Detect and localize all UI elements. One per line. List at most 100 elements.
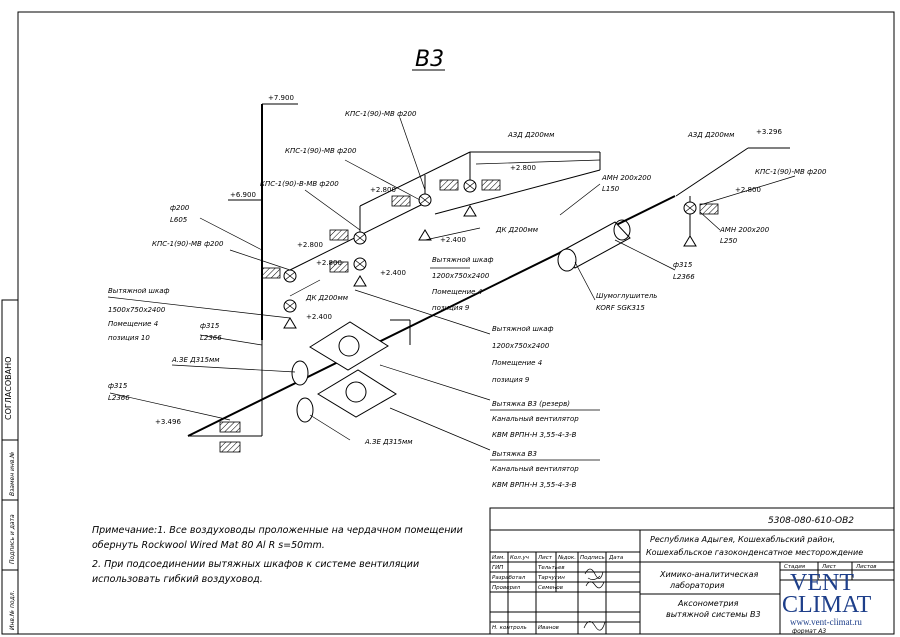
label-l2366-a: L2366 bbox=[200, 334, 222, 342]
elev-2400-a: +2.400 bbox=[440, 236, 466, 244]
tb-code: 5308-080-610-ОВ2 bbox=[768, 516, 854, 526]
note-line-2: обернуть Rockwool Wired Mat 80 Al R s=50… bbox=[92, 540, 325, 551]
tb-col-list: Лист bbox=[537, 555, 553, 561]
tb-col-data: Дата bbox=[608, 555, 624, 561]
label-aze-1: А.ЗЕ Д315мм bbox=[171, 356, 220, 364]
elev-2800-a: +2.800 bbox=[297, 241, 323, 249]
tb-role-prov: Проверил bbox=[492, 585, 521, 591]
valve-dk-1 bbox=[283, 299, 297, 313]
note-line-4: использовать гибкий воздуховод. bbox=[92, 574, 263, 585]
tb-col-koluch: Кол.уч bbox=[510, 555, 530, 561]
label-f315-a: ф315 bbox=[200, 322, 220, 330]
label-dk-1: ДК Д200мм bbox=[495, 226, 539, 234]
label-azd-2: АЗД Д200мм bbox=[687, 131, 735, 139]
elev-3296: +3.296 bbox=[756, 128, 782, 136]
label-kps-3: КПС-1(90)-МВ ф200 bbox=[152, 240, 224, 248]
watermark-url: www.vent-climat.ru bbox=[790, 617, 862, 627]
label-cab1-size: 1500х750х2400 bbox=[108, 306, 166, 314]
label-l2366-b: L2366 bbox=[108, 394, 130, 402]
note-line-1: Примечание:1. Все воздуховоды проложенны… bbox=[92, 525, 463, 536]
tb-object-1: Химико-аналитическая bbox=[659, 570, 759, 579]
watermark: VENT CLIMAT www.vent-climat.ru bbox=[782, 570, 872, 627]
valve-dk-2 bbox=[353, 257, 367, 271]
label-cab1-room: Помещение 4 bbox=[108, 320, 158, 328]
label-silencer: Шумоглушитель bbox=[596, 292, 657, 300]
tb-role-nkontr: Н. контроль bbox=[492, 625, 527, 631]
label-f315-c: ф315 bbox=[673, 261, 693, 269]
label-cab2-room: Помещение 4 bbox=[432, 288, 482, 296]
fan-reserve bbox=[291, 321, 389, 386]
margin-inv-repl: Взамен инв.№ bbox=[9, 451, 16, 496]
signature-3 bbox=[583, 621, 606, 631]
cap-1 bbox=[283, 317, 297, 329]
label-cab3-title: Вытяжной шкаф bbox=[492, 325, 553, 333]
label-kps-2: КПС-1(90)-МВ ф200 bbox=[285, 147, 357, 155]
label-kps-b: КПС-1(90)-В-МВ ф200 bbox=[260, 180, 339, 188]
label-f315-b: ф315 bbox=[108, 382, 128, 390]
label-fan1-model: КВМ ВРПН-Н 3,55-4-3-В bbox=[492, 431, 577, 439]
title-block bbox=[489, 507, 895, 635]
watermark-vent: VENT bbox=[790, 570, 854, 596]
watermark-climat: CLIMAT bbox=[782, 592, 872, 618]
tb-sheet-1: Аксонометрия bbox=[677, 599, 739, 608]
tb-col-ndok: №док. bbox=[557, 555, 576, 561]
elev-2400-b: +2.400 bbox=[380, 269, 406, 277]
valve-kps-4 bbox=[463, 179, 477, 193]
label-silencer-model: KORF SGK315 bbox=[596, 304, 645, 312]
tb-name-prov: Семенов bbox=[538, 585, 563, 591]
label-fan2-title: Вытяжка В3 bbox=[492, 450, 537, 458]
roof-penetration-hatch bbox=[219, 421, 241, 433]
label-dk-2: ДК Д200мм bbox=[305, 294, 349, 302]
margin-stamp: СОГЛАСОВАНО bbox=[4, 357, 13, 420]
tb-name-nkontr: Иванов bbox=[538, 625, 559, 631]
elev-2800-b: +2.800 bbox=[370, 186, 396, 194]
tb-list: Лист bbox=[821, 564, 837, 570]
label-cab3-size: 1200х750х2400 bbox=[492, 342, 550, 350]
label-cab1-pos: позиция 10 bbox=[108, 334, 150, 342]
tb-project-2: Кошехабльское газоконденсатное месторожд… bbox=[646, 548, 863, 557]
signature-1 bbox=[584, 568, 604, 580]
tb-name-razrab: Тарчугин bbox=[538, 575, 565, 581]
label-cab2-size: 1200х750х2400 bbox=[432, 272, 490, 280]
label-fan1-type: Канальный вентилятор bbox=[492, 415, 579, 423]
tb-object-2: лаборатория bbox=[669, 581, 725, 590]
label-amn-2-len: L250 bbox=[720, 237, 738, 245]
tb-col-podpis: Подпись bbox=[580, 555, 605, 561]
label-cab3-room: Помещение 4 bbox=[492, 359, 542, 367]
margin-inv-orig: Инв.№ подл. bbox=[9, 590, 16, 630]
cap-2 bbox=[353, 275, 367, 287]
cap-3 bbox=[418, 229, 432, 241]
valve-kps-1 bbox=[283, 269, 297, 283]
drawing-title: В3 bbox=[415, 47, 444, 72]
fan-main bbox=[296, 369, 397, 423]
tb-format: формат А3 bbox=[792, 628, 826, 635]
label-aze-2: А.ЗЕ Д315мм bbox=[364, 438, 413, 446]
elev-2800-e: +2.800 bbox=[735, 186, 761, 194]
margin-sign-date: Подпись и дата bbox=[9, 514, 16, 564]
elev-6900: +6.900 bbox=[230, 191, 256, 199]
label-amn-1: АМН 200х200 bbox=[601, 174, 652, 182]
tb-listov: Листов bbox=[855, 564, 877, 570]
label-cab2-title: Вытяжной шкаф bbox=[432, 256, 493, 264]
elev-3496: +3.496 bbox=[155, 418, 181, 426]
valve-kps-5 bbox=[683, 201, 697, 215]
label-l605: L605 bbox=[170, 216, 188, 224]
elev-2800-c: +2.800 bbox=[316, 259, 342, 267]
elev-2800-d: +2.800 bbox=[510, 164, 536, 172]
label-fan2-model: КВМ ВРПН-Н 3,55-4-3-В bbox=[492, 481, 577, 489]
tb-stadia: Стадия bbox=[784, 564, 806, 570]
label-azd-1: АЗД Д200мм bbox=[507, 131, 555, 139]
elev-2400-c: +2.400 bbox=[306, 313, 332, 321]
cap-4 bbox=[463, 205, 477, 217]
silencer bbox=[557, 219, 631, 272]
label-cab3-pos: позиция 9 bbox=[492, 376, 530, 384]
tb-col-izm: Изм. bbox=[492, 555, 505, 561]
tb-project-1: Республика Адыгея, Кошехабльский район, bbox=[650, 535, 835, 544]
label-fan2-type: Канальный вентилятор bbox=[492, 465, 579, 473]
note-line-3: 2. При подсоединении вытяжных шкафов к с… bbox=[92, 559, 419, 570]
valve-kps-3 bbox=[418, 193, 432, 207]
tb-role-gip: ГИП bbox=[492, 565, 503, 571]
label-cab1-title: Вытяжной шкаф bbox=[108, 287, 169, 295]
tb-role-razrab: Разработал bbox=[492, 575, 526, 581]
label-f200: ф200 bbox=[170, 204, 190, 212]
